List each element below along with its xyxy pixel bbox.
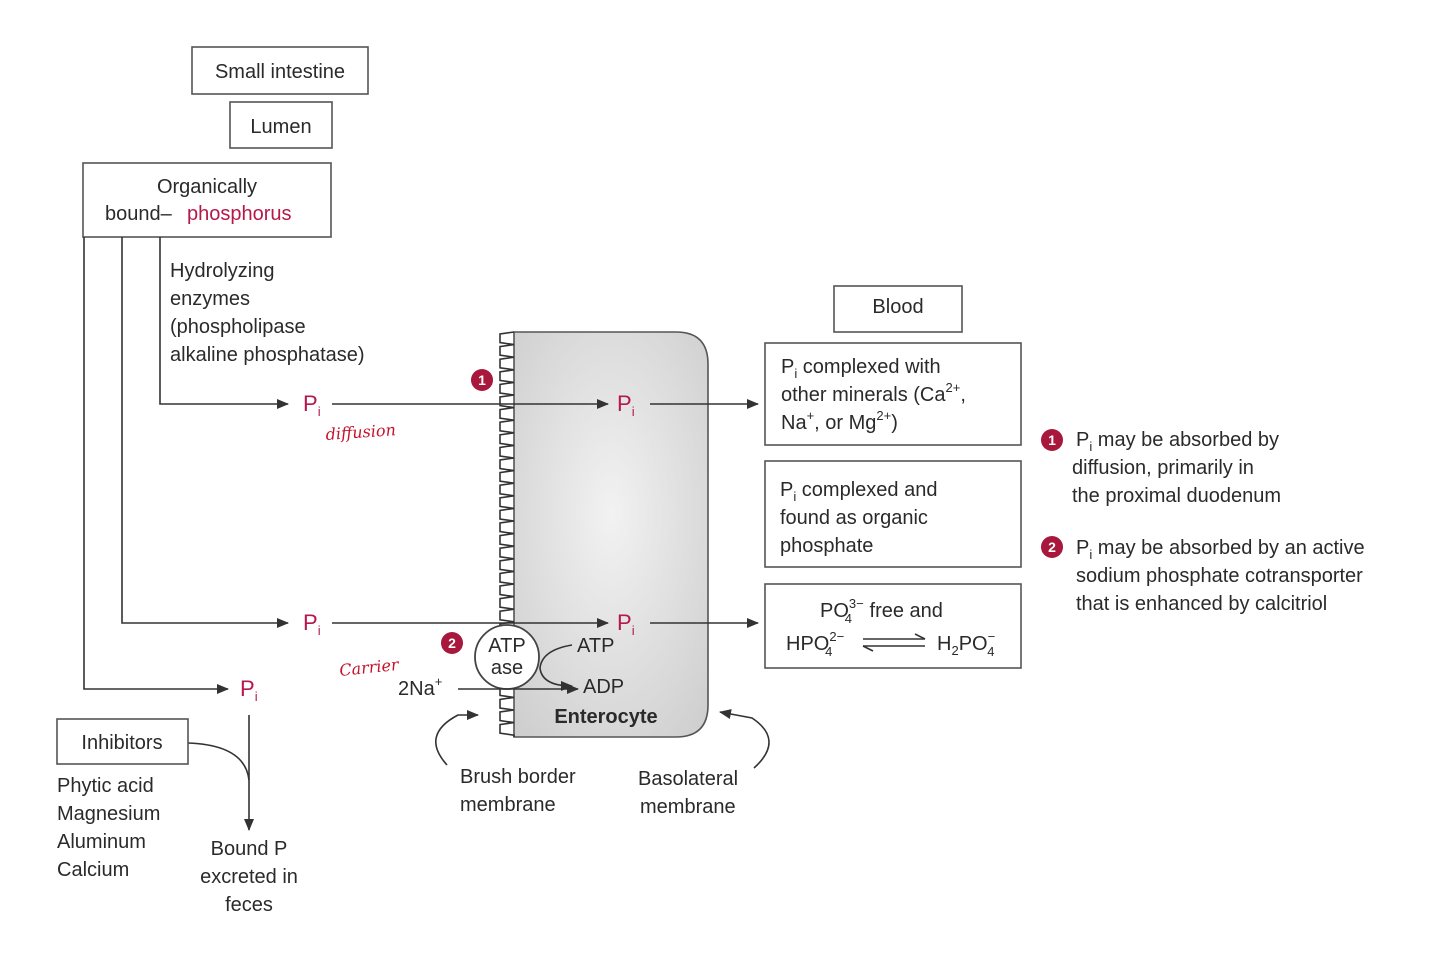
svg-text:Calcium: Calcium — [57, 859, 129, 881]
phosphorus-label: phosphorus — [187, 203, 292, 225]
svg-text:Bound P: Bound P — [211, 838, 288, 860]
svg-text:PO3−4 free and: PO3−4 free and — [820, 596, 943, 626]
svg-text:ATP: ATP — [488, 635, 525, 657]
inhibitors-box: Inhibitors Phytic acid Magnesium Aluminu… — [56, 718, 189, 881]
lumen-label: Lumen — [250, 116, 311, 138]
svg-text:2: 2 — [448, 635, 456, 651]
phosphate-equilibrium-box: PO3−4 free and HPO2−4 H2PO−4 — [764, 583, 1022, 669]
svg-text:Hydrolyzing: Hydrolyzing — [170, 260, 274, 282]
adp-label: ADP — [583, 676, 624, 698]
pi-minerals-box: Pi complexed with other minerals (Ca2+, … — [764, 342, 1022, 446]
carrier-pathway: Pi Pi 2 Carrier ATP ase ATP ADP 2Na+ — [303, 610, 759, 700]
svg-text:membrane: membrane — [640, 796, 736, 818]
small-intestine-box: Small intestine — [191, 46, 369, 95]
svg-text:phosphate: phosphate — [780, 535, 873, 557]
marker-1-icon — [471, 369, 493, 391]
svg-text:that is enhanced by calcitriol: that is enhanced by calcitriol — [1076, 593, 1327, 615]
svg-text:Brush border: Brush border — [460, 766, 576, 788]
bound-phosphorus-pathway: Pi Bound P excreted in feces — [187, 676, 298, 916]
svg-text:excreted in: excreted in — [200, 866, 298, 888]
svg-text:Magnesium: Magnesium — [57, 803, 160, 825]
bound-label: bound– — [105, 203, 173, 225]
svg-text:Aluminum: Aluminum — [57, 831, 146, 853]
svg-text:Pi complexed with: Pi complexed with — [781, 356, 941, 381]
svg-text:other minerals (Ca2+,: other minerals (Ca2+, — [781, 380, 966, 406]
note-2: 2 Pi may be absorbed by an active sodium… — [1041, 536, 1365, 615]
small-intestine-label: Small intestine — [215, 61, 345, 83]
svg-text:H2PO−4: H2PO−4 — [937, 629, 995, 659]
basolateral-label: Basolateral membrane — [638, 709, 770, 818]
enterocyte-cell: Enterocyte — [499, 331, 709, 738]
blood-box: Blood — [833, 285, 963, 333]
hydrolyzing-enzymes-text: Hydrolyzing enzymes (phospholipase alkal… — [170, 260, 365, 366]
brush-border-label: Brush border membrane — [435, 710, 576, 816]
pi-bound: Pi — [240, 676, 258, 704]
svg-text:1: 1 — [1048, 432, 1056, 448]
pi-lumen-carrier: Pi — [303, 610, 321, 638]
pi-cell-diffusion: Pi — [617, 391, 635, 419]
organic-phosphorus-box: Organically bound– phosphorus — [82, 162, 332, 238]
svg-text:Pi may be absorbed by an activ: Pi may be absorbed by an active — [1076, 537, 1365, 562]
svg-text:ase: ase — [491, 657, 523, 679]
handwritten-carrier-note: Carrier — [338, 655, 400, 680]
equilibrium-arrows-icon — [862, 633, 926, 652]
svg-text:2: 2 — [1048, 539, 1056, 555]
marker-2-icon — [441, 632, 463, 654]
svg-text:Pi may be absorbed by: Pi may be absorbed by — [1076, 429, 1279, 454]
svg-text:Na+, or Mg2+): Na+, or Mg2+) — [781, 408, 898, 434]
svg-text:membrane: membrane — [460, 794, 556, 816]
enterocyte-label: Enterocyte — [554, 706, 657, 728]
svg-text:found as organic: found as organic — [780, 507, 928, 529]
svg-text:Inhibitors: Inhibitors — [81, 732, 162, 754]
svg-text:Pi complexed and: Pi complexed and — [780, 479, 937, 504]
svg-text:Phytic acid: Phytic acid — [57, 775, 154, 797]
svg-text:sodium phosphate cotransporter: sodium phosphate cotransporter — [1076, 565, 1363, 587]
sodium-label: 2Na+ — [398, 674, 442, 700]
organically-label: Organically — [157, 176, 257, 198]
svg-text:the proximal duodenum: the proximal duodenum — [1072, 485, 1281, 507]
pi-organic-box: Pi complexed and found as organic phosph… — [764, 460, 1022, 568]
svg-text:diffusion, primarily in: diffusion, primarily in — [1072, 457, 1254, 479]
svg-text:Basolateral: Basolateral — [638, 768, 738, 790]
handwritten-diffusion-note: diffusion — [325, 420, 396, 444]
svg-text:enzymes: enzymes — [170, 288, 250, 310]
svg-text:alkaline phosphatase): alkaline phosphatase) — [170, 344, 365, 366]
atp-label: ATP — [577, 635, 614, 657]
svg-text:Blood: Blood — [872, 296, 923, 318]
note-1: 1 Pi may be absorbed by diffusion, prima… — [1041, 429, 1281, 507]
lumen-box: Lumen — [229, 101, 333, 149]
note-2-marker-icon — [1041, 536, 1063, 558]
diffusion-pathway: Pi Pi 1 diffusion — [303, 369, 759, 444]
note-1-marker-icon — [1041, 429, 1063, 451]
svg-text:feces: feces — [225, 894, 273, 916]
pathway-lines — [83, 237, 289, 694]
svg-text:1: 1 — [478, 372, 486, 388]
pi-cell-carrier: Pi — [617, 610, 635, 638]
pi-lumen-diffusion: Pi — [303, 391, 321, 419]
svg-text:(phospholipase: (phospholipase — [170, 316, 306, 338]
